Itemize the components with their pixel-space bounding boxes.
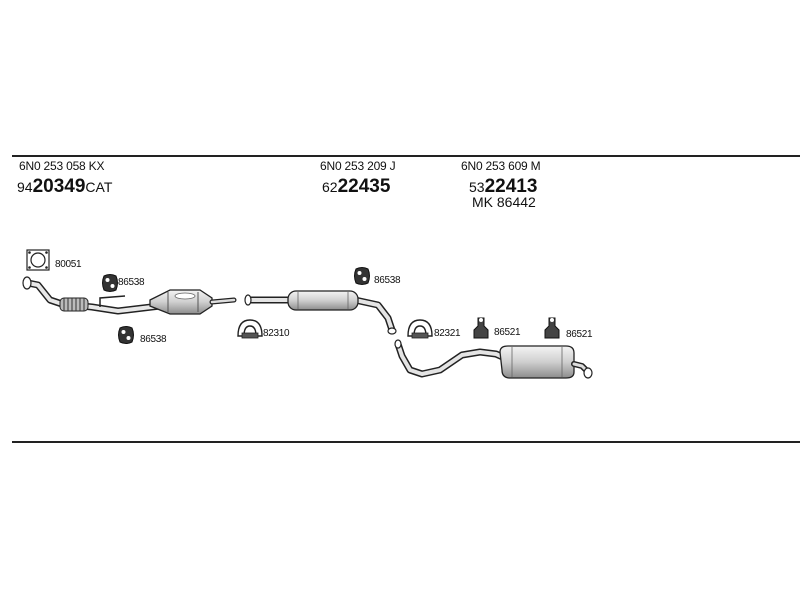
gasket-icon bbox=[26, 249, 50, 271]
top-divider-line bbox=[12, 155, 800, 157]
rubber-mount-number-3: 86538 bbox=[374, 275, 401, 286]
middle-silencer bbox=[244, 290, 397, 335]
mount-bracket-icon bbox=[544, 317, 560, 339]
rubber-mount-icon bbox=[354, 267, 370, 285]
bottom-divider-line bbox=[12, 441, 800, 443]
rubber-mount-icon bbox=[102, 274, 118, 292]
article-number-rear-silencer: 5322413 bbox=[469, 176, 538, 197]
front-pipe-catalytic-converter bbox=[22, 276, 237, 315]
clamp-icon bbox=[237, 319, 263, 339]
mount-number-2: 86521 bbox=[566, 329, 593, 340]
oe-number-front-pipe: 6N0 253 058 KX bbox=[19, 159, 105, 173]
mounting-kit-number: MK 86442 bbox=[472, 194, 536, 210]
rubber-mount-number-2: 86538 bbox=[140, 334, 167, 345]
article-number-middle-silencer: 6222435 bbox=[322, 176, 391, 197]
rear-silencer bbox=[394, 339, 593, 379]
article-number-front-pipe: 9420349CAT bbox=[17, 176, 113, 197]
gasket-number: 80051 bbox=[55, 259, 82, 270]
clamp-number-2: 82321 bbox=[434, 328, 461, 339]
flex-pipe bbox=[59, 297, 89, 312]
clamp-number-1: 82310 bbox=[263, 328, 290, 339]
rubber-mount-number-1: 86538 bbox=[118, 277, 145, 288]
oe-number-rear-silencer: 6N0 253 609 M bbox=[461, 159, 541, 173]
oe-number-middle-silencer: 6N0 253 209 J bbox=[320, 159, 396, 173]
mount-bracket-icon bbox=[473, 317, 489, 339]
clamp-icon bbox=[407, 319, 433, 339]
rubber-mount-icon bbox=[118, 326, 134, 344]
mount-number-1: 86521 bbox=[494, 327, 521, 338]
